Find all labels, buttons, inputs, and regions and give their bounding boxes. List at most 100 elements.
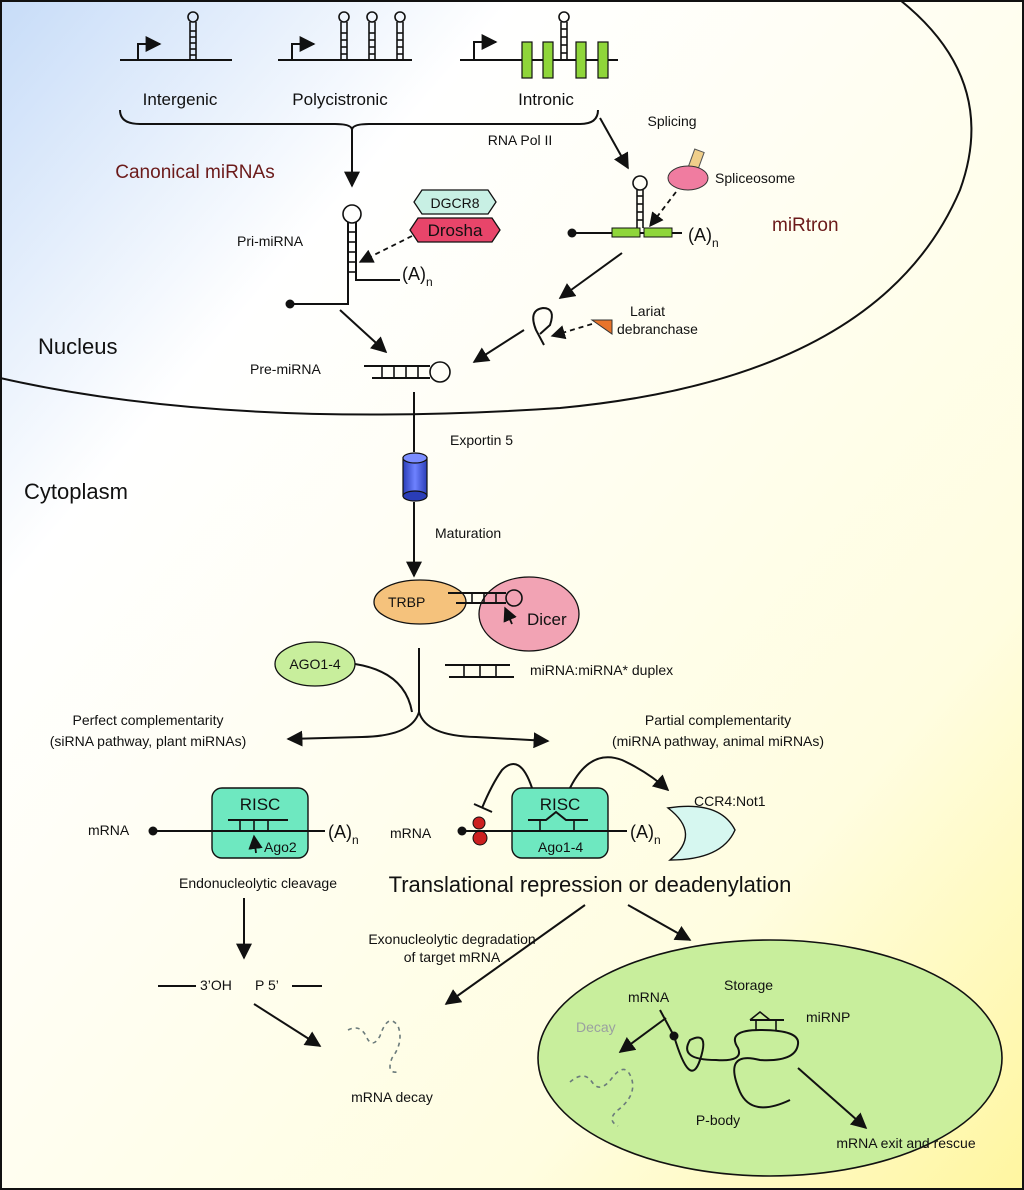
rna-pol-label: RNA Pol II [488,132,553,148]
perfect-label-1: Perfect complementarity [73,712,224,728]
mirtron-polya: (A)n [688,225,719,250]
dgcr8-label: DGCR8 [430,195,479,211]
dicer-bound-hairpin [448,589,523,625]
mirnp-label: miRNP [806,1009,850,1025]
exportin-5 [402,452,428,502]
pri-mirna-label: Pri-miRNA [237,233,304,249]
ago-join [354,663,413,713]
spliceosome-label: Spliceosome [715,170,795,186]
partial-label-2: (miRNA pathway, animal miRNAs) [612,733,824,749]
arrow-lariat-to-pre [472,329,525,363]
pbody-label: P-body [696,1112,740,1128]
mrna-decay-label: mRNA decay [351,1089,433,1105]
decay-label: Decay [576,1019,616,1035]
duplex-label: miRNA:miRNA* duplex [530,662,673,678]
drosha [409,217,501,243]
exon [575,41,587,79]
exit-arrow [797,1067,868,1130]
mrna-left-label: mRNA [88,822,130,838]
spliceosome [667,148,709,191]
risc-right-label: RISC [540,795,581,814]
debranchase-label: debranchase [617,321,698,337]
splice-cut [649,191,677,228]
left-polya: (A)n [328,822,359,847]
exon [542,41,554,79]
endo-label: Endonucleolytic cleavage [179,875,337,891]
risc-left-label: RISC [240,795,281,814]
mrna-right-label: mRNA [390,825,432,841]
right-polya: (A)n [630,822,661,847]
p-body [537,939,1003,1177]
risc-right [511,787,609,859]
nucleus-membrane [0,0,973,416]
dicer-label: Dicer [527,610,567,629]
exo-label-2: of target mRNA [404,949,501,965]
exportin-label: Exportin 5 [450,432,513,448]
arrow-perfect [286,711,420,747]
trbp-label: TRBP [388,594,425,610]
lariat-label: Lariat [630,303,665,319]
risc-left-guide [228,819,288,854]
canonical-label: Canonical miRNAs [115,162,274,183]
splicing-label: Splicing [647,113,696,129]
inhibition-arc [481,763,533,809]
pri-mirna-hairpin [285,204,400,309]
arrow-pri-to-pre [339,309,388,354]
ribosome-subunit [472,830,488,846]
gene-label-polycistronic: Polycistronic [292,90,388,109]
drosha-label: Drosha [428,221,483,240]
arrow-to-mirtron [599,117,629,170]
cytoplasm-label: Cytoplasm [24,479,128,504]
pri-polya: (A)n [402,264,433,289]
arrow-to-ccr4 [569,756,670,792]
debranch-arrow [550,323,593,340]
gene-label-intergenic: Intergenic [143,90,218,109]
ago1-4-label: AGO1-4 [289,656,341,672]
gene-label-intronic: Intronic [518,90,574,109]
pre-mirna-label: Pre-miRNA [250,361,321,377]
intergenic-gene [120,11,232,61]
storage-label: Storage [724,977,773,993]
risc-right-guide [528,810,588,831]
pbody-decay-arrow [618,1017,667,1053]
arrow-partial [418,711,550,749]
pre-mirna [364,361,451,383]
polycistronic-gene [278,11,412,61]
exon [597,41,609,79]
arrow-to-lariat [558,252,623,299]
dgcr8 [413,189,497,215]
ccr4-not1 [666,805,736,861]
mirtron-label: miRtron [772,215,839,236]
partial-label-1: Partial complementarity [645,712,791,728]
threeoh-label: 3’OH [200,977,232,993]
p5-label: P 5’ [255,977,279,993]
translational-label: Translational repression or deadenylatio… [389,872,792,897]
initiation-factor [472,816,486,830]
dicer [478,576,580,652]
exit-label: mRNA exit and rescue [836,1135,975,1151]
ago2-label: Ago2 [264,839,297,855]
ccr4-label: CCR4:Not1 [694,793,766,809]
arrow-to-mrna-decay [253,1003,322,1047]
arrow-to-pbody [627,904,692,941]
exon [521,41,533,79]
drosha-cut [358,235,413,263]
ago1-4-risc-label: Ago1-4 [538,839,583,855]
lariat-debranchase-icon [590,319,613,335]
lariat-intron [532,306,553,346]
pbody-decay-fragments [569,1068,634,1127]
mirtron-transcript [567,175,682,238]
arrow-to-decay [444,904,586,1005]
inhibition-bar [473,803,493,813]
risc-left [211,787,309,859]
pbody-mrna-label: mRNA [628,989,670,1005]
nucleus-label: Nucleus [38,334,117,359]
perfect-label-2: (siRNA pathway, plant miRNAs) [50,733,247,749]
pbody-mrna-loop [659,1009,800,1109]
decay-fragments [347,1020,401,1074]
intronic-gene [460,11,618,79]
duplex-icon [445,664,514,678]
